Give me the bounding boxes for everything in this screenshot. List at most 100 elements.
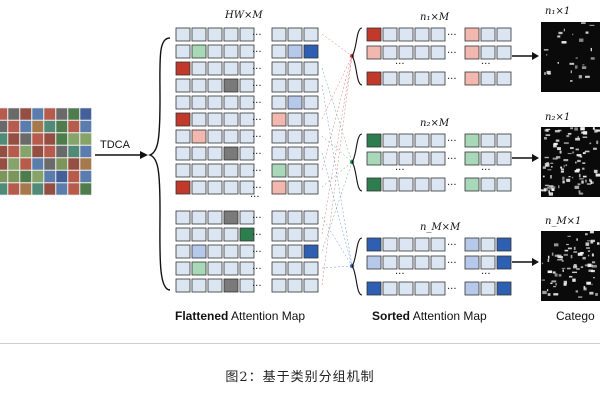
sorted-cell xyxy=(464,151,480,166)
attention-cell xyxy=(271,112,287,127)
attention-cell xyxy=(303,163,319,178)
mask-speck xyxy=(563,164,565,168)
attention-cell xyxy=(191,261,207,276)
sorted-cell xyxy=(480,151,496,166)
attention-cell xyxy=(271,261,287,276)
mask-speck xyxy=(580,266,584,269)
attention-cell xyxy=(191,44,207,59)
connector-line xyxy=(321,216,353,267)
sorted-cell xyxy=(382,237,398,252)
attention-cell xyxy=(175,180,191,195)
sorted-cell xyxy=(414,255,430,270)
mask-speck xyxy=(589,231,594,234)
mask-speck xyxy=(585,75,590,78)
mask-speck xyxy=(590,241,594,244)
attention-cell xyxy=(223,78,239,93)
image-tile xyxy=(31,182,44,196)
image-tile xyxy=(19,170,32,183)
mask-speck xyxy=(544,129,547,132)
category-maps xyxy=(541,22,600,301)
mask-speck xyxy=(582,136,588,138)
sorted-cell xyxy=(430,133,446,148)
mask-speck xyxy=(579,178,584,180)
attention-cell xyxy=(223,244,239,259)
mask-speck xyxy=(577,136,579,139)
mask-speck xyxy=(541,279,545,281)
input-image xyxy=(0,107,92,196)
mask-speck xyxy=(570,80,573,82)
mask-speck xyxy=(556,156,561,159)
mask-speck xyxy=(545,134,551,136)
attention-cell xyxy=(287,95,303,110)
mask-speck xyxy=(571,176,574,179)
attention-cell xyxy=(239,180,255,195)
ellipsis: ··· xyxy=(252,281,262,292)
attention-cell xyxy=(191,244,207,259)
mask-speck xyxy=(583,287,587,291)
attention-cell xyxy=(303,129,319,144)
sorted-cell xyxy=(430,71,446,86)
attention-cell xyxy=(271,163,287,178)
mask-speck xyxy=(566,178,571,182)
sorted-cell xyxy=(480,133,496,148)
category-label-3: n_M×1 xyxy=(545,216,581,227)
sorted-cell xyxy=(430,281,446,296)
attention-cell xyxy=(191,278,207,293)
attention-cell xyxy=(191,163,207,178)
mask-speck xyxy=(596,140,599,145)
sorted-cell xyxy=(382,71,398,86)
connector-line xyxy=(321,265,353,269)
attention-cell xyxy=(271,227,287,242)
image-tile xyxy=(79,132,92,146)
mask-speck xyxy=(551,188,555,192)
mask-speck xyxy=(542,175,545,178)
mask-speck xyxy=(542,166,546,169)
mask-speck xyxy=(593,169,598,173)
sorted-cell xyxy=(464,255,480,270)
sorted-cell xyxy=(430,177,446,192)
sorted-cell xyxy=(430,151,446,166)
mask-speck xyxy=(582,64,585,66)
ellipsis: ··· xyxy=(252,149,262,160)
image-tile xyxy=(79,120,92,133)
ellipsis: ··· xyxy=(447,258,457,269)
sorted-cell xyxy=(480,281,496,296)
attention-cell xyxy=(287,180,303,195)
image-tile xyxy=(19,145,32,158)
image-tile xyxy=(79,182,92,196)
image-tile xyxy=(0,120,8,133)
sorted-cell xyxy=(480,237,496,252)
mask-speck xyxy=(572,33,574,36)
attention-cell xyxy=(239,61,255,76)
mask-speck xyxy=(577,159,581,163)
sorted-cell xyxy=(398,255,414,270)
attention-cell xyxy=(191,27,207,42)
mask-speck xyxy=(572,271,577,274)
mask-speck xyxy=(588,269,594,272)
mask-speck xyxy=(585,179,587,183)
mask-speck xyxy=(592,127,595,130)
category-arrow-head xyxy=(532,258,539,266)
mask-speck xyxy=(574,170,580,173)
mask-speck xyxy=(582,175,587,178)
mask-speck xyxy=(550,162,554,164)
attention-cell xyxy=(175,210,191,225)
sorted-cell xyxy=(382,151,398,166)
mask-speck xyxy=(554,254,560,257)
mask-speck xyxy=(587,250,591,252)
mask-speck xyxy=(558,185,560,189)
ellipsis: ··· xyxy=(395,165,405,176)
mask-speck xyxy=(547,186,549,189)
attention-cell xyxy=(207,27,223,42)
mask-speck xyxy=(554,273,558,277)
mask-speck xyxy=(553,144,557,148)
mask-speck xyxy=(578,173,581,178)
image-tile xyxy=(43,170,56,183)
sorted-cell xyxy=(430,27,446,42)
mask-speck xyxy=(558,256,563,259)
mask-speck xyxy=(548,255,550,259)
mask-speck xyxy=(590,180,593,185)
category-caption: Catego xyxy=(556,309,595,323)
attention-cell xyxy=(223,210,239,225)
sorted-cell xyxy=(382,133,398,148)
